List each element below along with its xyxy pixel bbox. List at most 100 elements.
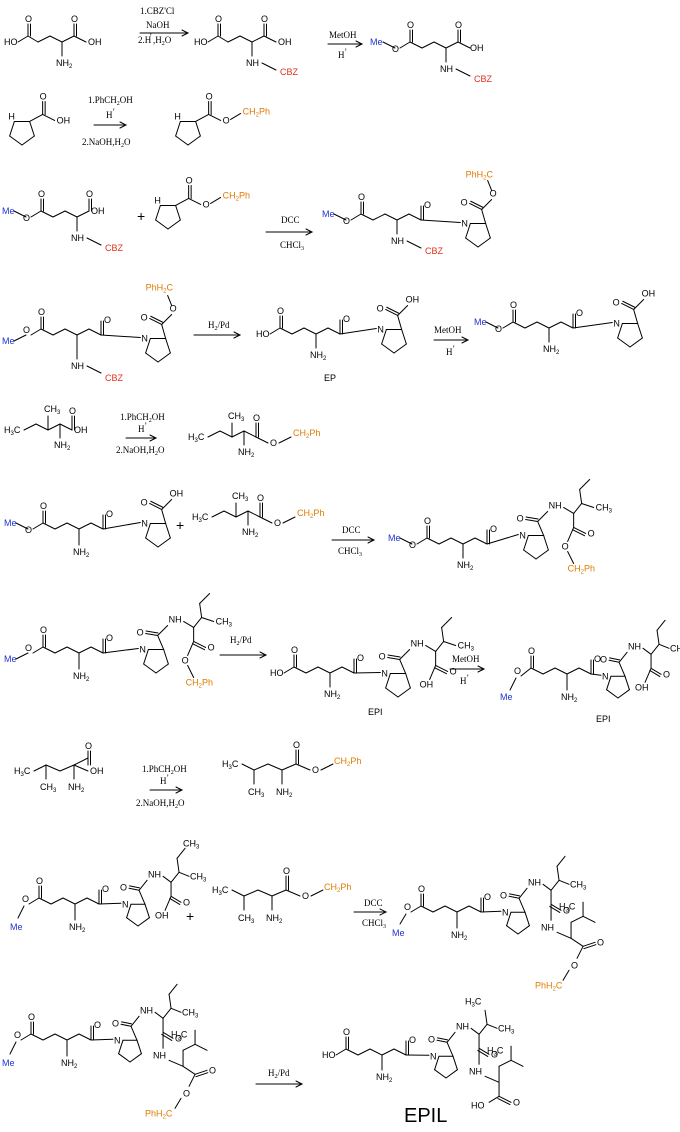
- atom-label: OH: [406, 294, 420, 304]
- atom-label: O: [424, 516, 431, 526]
- bond: [264, 36, 276, 42]
- double-bond: [438, 1038, 448, 1040]
- atom-label: O: [613, 297, 620, 307]
- plus-sign: +: [176, 517, 184, 533]
- atom-label: CH2Ph: [334, 756, 361, 768]
- atom-label: O: [455, 20, 462, 30]
- plus-sign: +: [137, 208, 145, 224]
- bond: [179, 872, 189, 876]
- bond: [211, 197, 221, 203]
- bond: [77, 329, 89, 335]
- bond: [442, 617, 452, 627]
- bond: [471, 1028, 479, 1034]
- compound-name-ep: EP: [324, 373, 336, 383]
- bond: [158, 538, 170, 547]
- bond: [194, 617, 202, 627]
- bond: [101, 335, 140, 337]
- bond: [499, 1096, 511, 1102]
- bond: [280, 328, 292, 334]
- atom-label: O: [404, 902, 411, 912]
- atom-label: MetOH: [329, 30, 357, 40]
- bond: [388, 657, 400, 659]
- atom-label: NH: [456, 1021, 469, 1031]
- bond: [607, 690, 618, 698]
- atom-label: N: [430, 1051, 437, 1061]
- bond: [557, 866, 559, 880]
- bond: [651, 644, 659, 654]
- bond: [244, 890, 258, 896]
- atom-label: NH: [246, 58, 259, 68]
- bond: [398, 315, 402, 329]
- bond: [130, 1054, 141, 1062]
- atom-label: O: [283, 866, 290, 876]
- bond: [18, 906, 24, 918]
- bond: [294, 667, 306, 673]
- bond: [252, 36, 264, 42]
- atom-label: PhH2C: [466, 169, 494, 181]
- bond: [89, 329, 101, 335]
- atom-label: CH3: [670, 643, 680, 655]
- bond: [169, 994, 171, 1008]
- atom-label: O: [22, 894, 29, 904]
- bond: [177, 848, 185, 858]
- atom-label: O: [597, 937, 604, 947]
- bond: [537, 322, 549, 328]
- bond: [394, 344, 406, 353]
- bond: [373, 214, 385, 220]
- superscript-plus: ': [113, 107, 115, 117]
- bond: [524, 550, 536, 559]
- atom-label: O: [223, 115, 230, 125]
- atom-label: NH2: [68, 782, 85, 794]
- atom-label: O: [40, 625, 47, 635]
- atom-label: O: [358, 192, 365, 202]
- atom-label: O: [343, 1027, 350, 1037]
- atom-label: CH3: [190, 871, 207, 883]
- atom-label: O: [203, 199, 210, 209]
- atom-label: CHCl3: [362, 918, 386, 930]
- bond: [91, 647, 103, 653]
- atom-label: N: [461, 218, 468, 228]
- bond: [417, 538, 427, 544]
- bond: [643, 648, 651, 654]
- bond: [385, 214, 397, 220]
- bond: [62, 36, 74, 42]
- bond: [466, 238, 478, 247]
- bond: [196, 114, 209, 121]
- bond: [538, 521, 544, 535]
- bond: [453, 1056, 457, 1069]
- atom-label: N: [139, 644, 146, 654]
- bond: [622, 303, 634, 309]
- bond: [518, 926, 529, 934]
- bond: [591, 674, 601, 675]
- bond: [41, 211, 53, 217]
- bond: [609, 660, 619, 662]
- bond: [538, 511, 548, 521]
- bond: [218, 36, 228, 42]
- atom-label: CH3: [216, 616, 233, 628]
- bond: [286, 890, 300, 896]
- atom-label: H3C: [192, 512, 209, 524]
- atom-label: OH: [642, 288, 656, 298]
- atom-label: CH3: [248, 787, 265, 799]
- atom-label: O: [407, 20, 414, 30]
- bond: [244, 431, 256, 437]
- atom-label: O: [23, 325, 30, 335]
- atom-label: Me: [2, 206, 15, 216]
- bond: [155, 1012, 163, 1018]
- atom-label: CH2Ph: [293, 428, 320, 440]
- atom-label: O: [562, 541, 569, 551]
- bond: [457, 906, 469, 912]
- bond: [651, 668, 661, 674]
- bond: [458, 42, 470, 48]
- atom-label: CH2Ph: [186, 677, 213, 689]
- bond: [131, 1026, 137, 1040]
- bond: [580, 479, 590, 489]
- bond: [208, 431, 220, 437]
- bond: [282, 764, 296, 770]
- double-bond: [573, 530, 585, 536]
- bond: [580, 489, 582, 503]
- atom-label: O: [106, 509, 113, 519]
- bond: [487, 1024, 497, 1028]
- superscript-plus: ': [345, 47, 347, 57]
- bond: [563, 970, 569, 980]
